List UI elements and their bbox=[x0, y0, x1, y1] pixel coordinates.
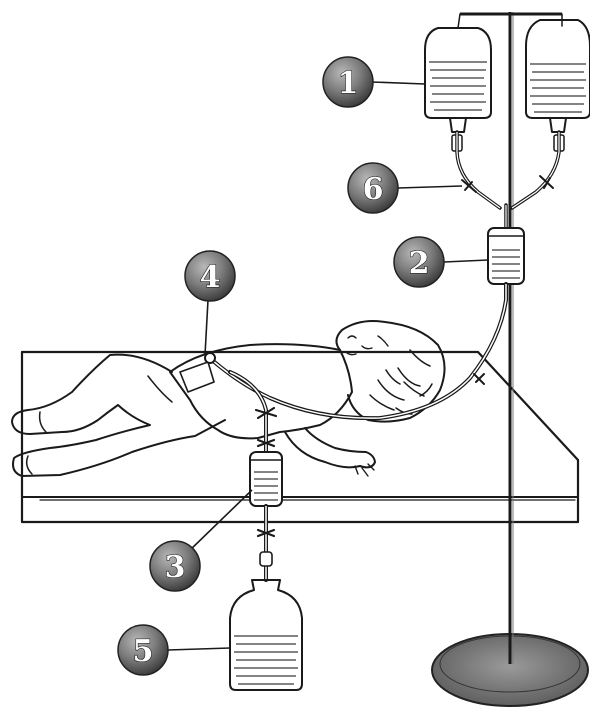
callout-1: 1 bbox=[323, 57, 373, 107]
callout-6-label: 6 bbox=[363, 172, 384, 207]
callout-5: 5 bbox=[118, 625, 168, 675]
callout-4: 4 bbox=[185, 251, 235, 301]
infusion-bottle-left bbox=[425, 28, 491, 132]
collecting-chamber bbox=[250, 452, 282, 580]
callout-2: 2 bbox=[394, 237, 444, 287]
callout-5-label: 5 bbox=[133, 634, 154, 669]
callout-4-label: 4 bbox=[200, 260, 221, 295]
inflow-tubing bbox=[452, 132, 564, 228]
infant bbox=[12, 321, 445, 476]
leader-lines bbox=[168, 82, 488, 650]
outflow-line bbox=[230, 372, 276, 452]
callout-3-label: 3 bbox=[165, 550, 186, 585]
drip-chamber bbox=[488, 228, 524, 284]
callout-1-label: 1 bbox=[338, 66, 359, 101]
callout-6: 6 bbox=[348, 163, 398, 213]
callout-3: 3 bbox=[150, 541, 200, 591]
drain-bottle bbox=[230, 580, 302, 690]
iv-stand bbox=[432, 12, 588, 706]
callout-2-label: 2 bbox=[409, 246, 430, 281]
infusion-bottle-right bbox=[526, 20, 590, 132]
